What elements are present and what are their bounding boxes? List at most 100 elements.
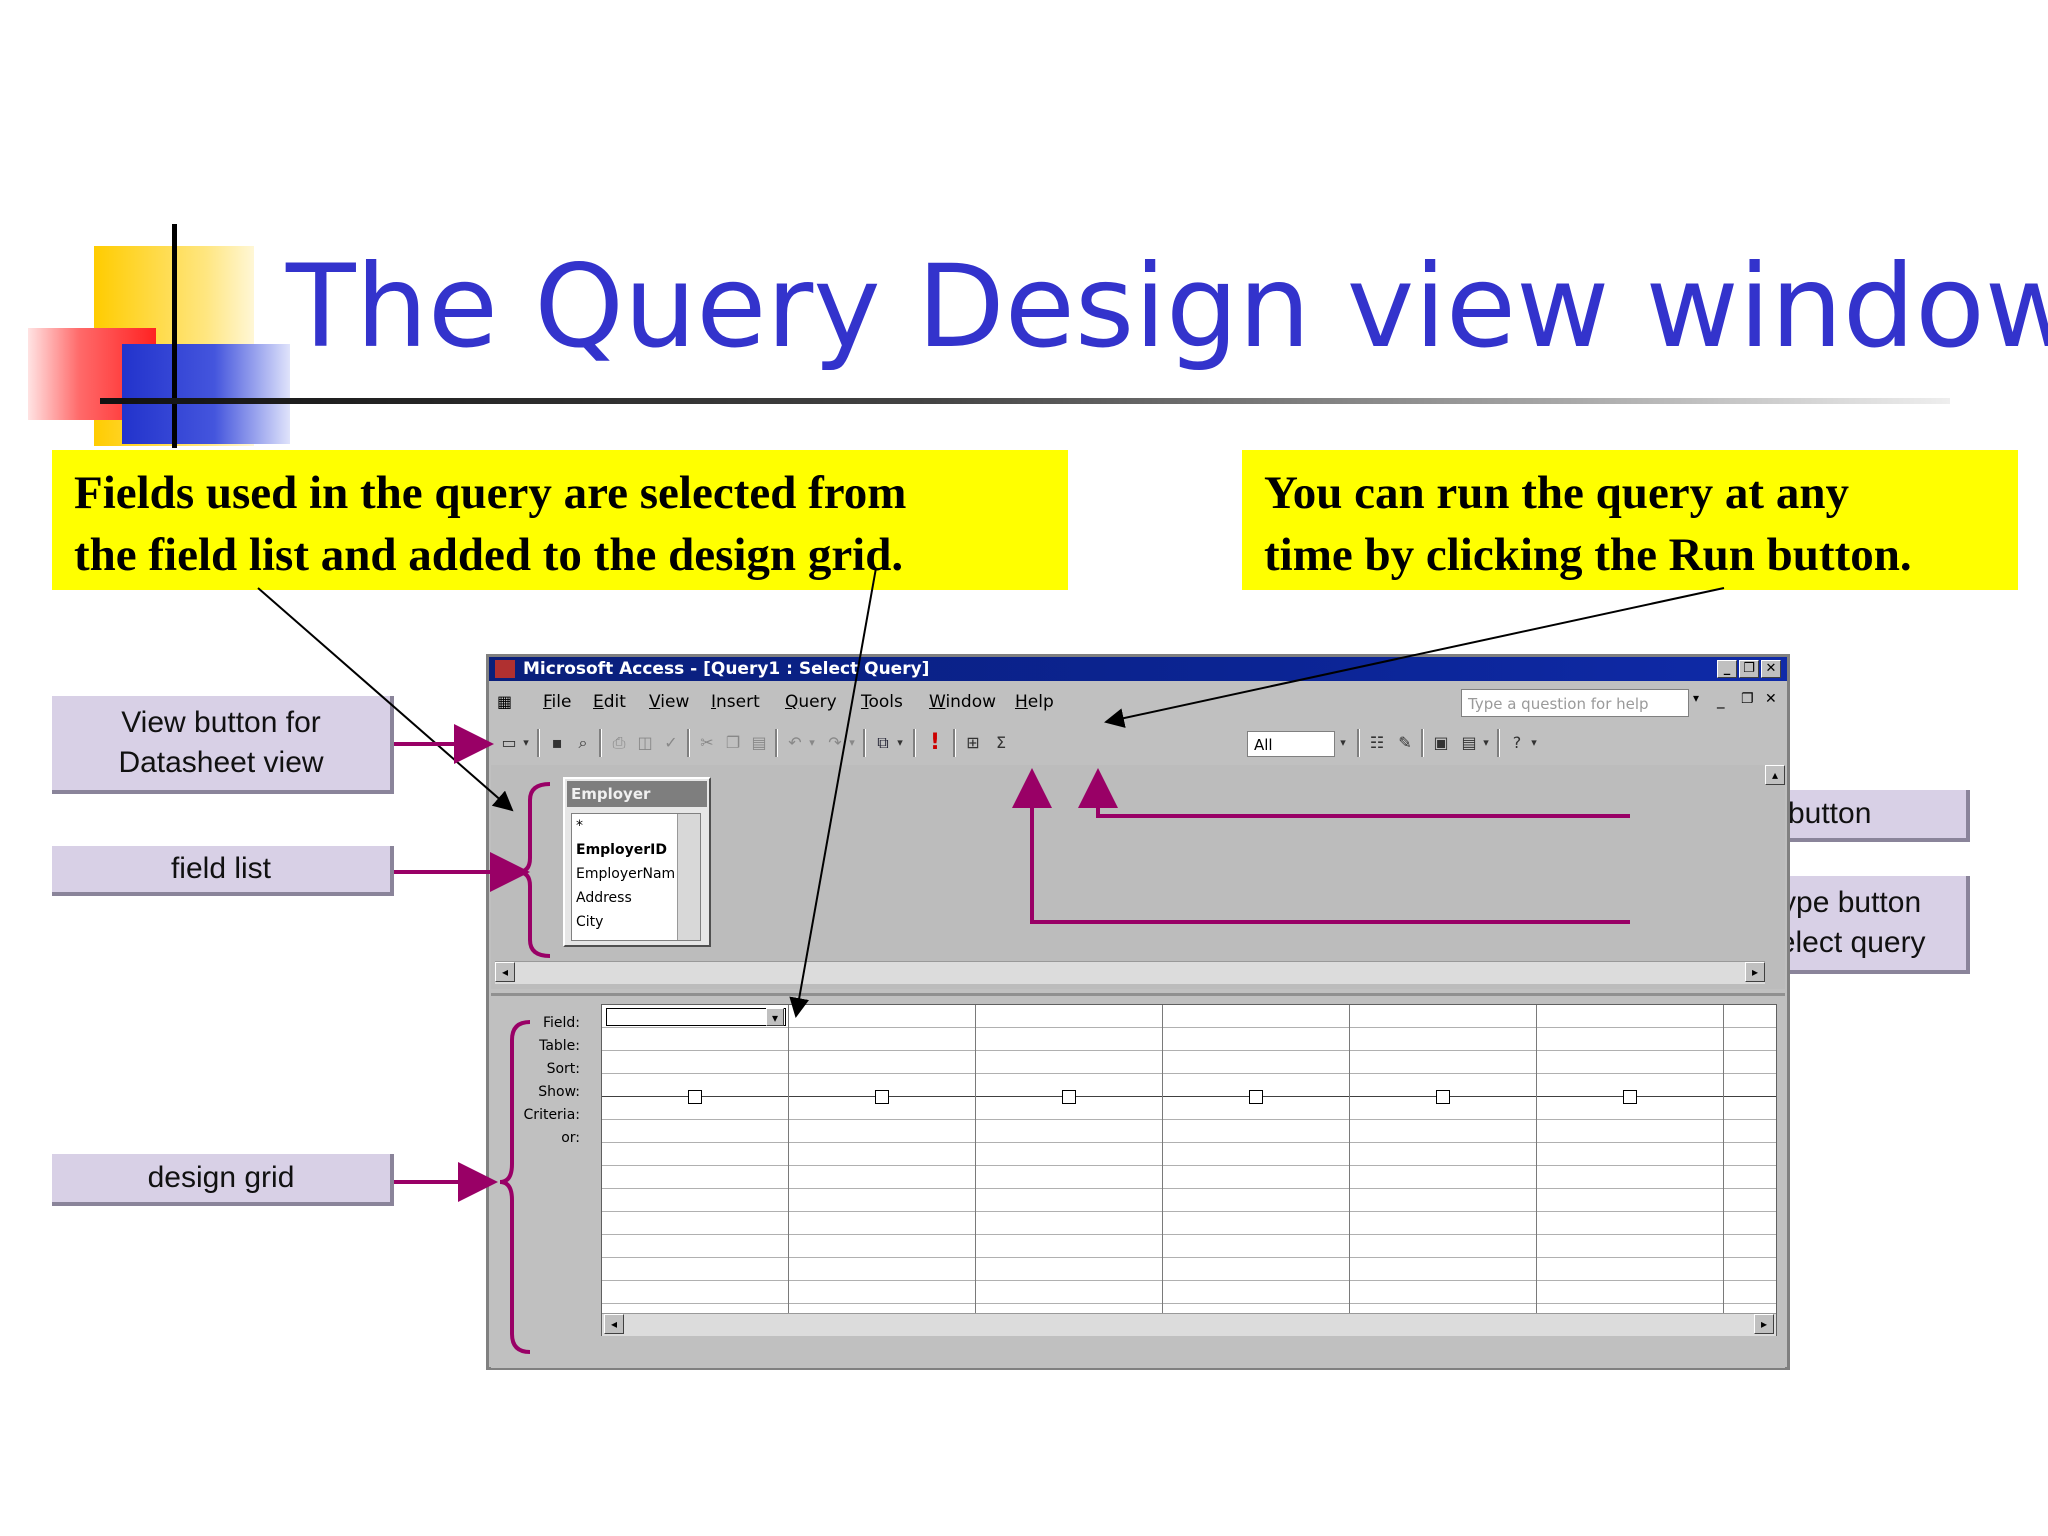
field-list-items: * EmployerID EmployerNam Address City xyxy=(571,813,701,941)
menu-help[interactable]: Help xyxy=(1015,692,1054,712)
query-type-icon[interactable]: ⧉ xyxy=(877,733,889,752)
new-object-icon[interactable]: ▤ xyxy=(1461,733,1477,752)
grid-line xyxy=(602,1280,1776,1281)
view-dropdown-icon[interactable]: ▾ xyxy=(523,736,529,749)
slide-title: The Query Design view window xyxy=(286,240,2048,373)
query-toolbar: ▭ ▾ ▪ ⌕ ⎙ ◫ ✓ ✂ ❐ ▤ ↶ ▾ ↷ ▾ ⧉ ▾ ! ⊞ Σ Al… xyxy=(489,723,1787,763)
restore-button[interactable]: ❐ xyxy=(1739,660,1759,678)
help-dropdown-icon[interactable]: ▾ xyxy=(1693,691,1700,705)
grid-line xyxy=(602,1257,1776,1258)
paste-icon[interactable]: ▤ xyxy=(751,733,767,752)
design-grid-pane: Field: Table: Sort: Show: Criteria: or: xyxy=(491,993,1785,1368)
run-icon[interactable]: ! xyxy=(929,730,941,755)
show-checkbox[interactable] xyxy=(875,1090,889,1104)
callout-run: You can run the query at any time by cli… xyxy=(1242,450,2018,590)
help-icon[interactable]: ? xyxy=(1512,733,1522,752)
redo-icon[interactable]: ↷ xyxy=(828,733,842,752)
toolbar-separator xyxy=(953,729,956,757)
doc-minimize-button[interactable]: _ xyxy=(1717,691,1725,709)
field-list-item[interactable]: City xyxy=(576,914,604,930)
grid-column-line xyxy=(788,1005,789,1335)
save-icon[interactable]: ▪ xyxy=(551,733,563,752)
grid-line xyxy=(602,1234,1776,1235)
undo-icon[interactable]: ↶ xyxy=(788,733,802,752)
grid-scroll-left-icon[interactable]: ◂ xyxy=(604,1314,624,1334)
pointer-to-field-list xyxy=(257,587,514,812)
show-checkbox[interactable] xyxy=(1249,1090,1263,1104)
build-icon[interactable]: ✎ xyxy=(1398,733,1412,752)
print-preview-icon[interactable]: ◫ xyxy=(637,733,653,752)
label-design-grid: design grid xyxy=(52,1154,394,1206)
copy-icon[interactable]: ❐ xyxy=(725,733,741,752)
doc-restore-button[interactable]: ❐ xyxy=(1741,691,1754,707)
field-list-window[interactable]: Employer * EmployerID EmployerNam Addres… xyxy=(563,777,711,947)
top-values-combo[interactable]: All xyxy=(1247,731,1335,757)
menu-insert[interactable]: Insert xyxy=(711,692,760,712)
grid-column-line xyxy=(1162,1005,1163,1335)
grid-row-label: Sort: xyxy=(546,1061,580,1077)
grid-row-label: Table: xyxy=(539,1038,580,1054)
redo-dropdown-icon[interactable]: ▾ xyxy=(849,736,855,749)
table-pane-hscrollbar[interactable]: ◂ ▸ xyxy=(495,961,1765,984)
search-icon[interactable]: ⌕ xyxy=(578,733,588,752)
grid-line xyxy=(602,1027,1776,1028)
table-pane: Employer * EmployerID EmployerNam Addres… xyxy=(491,765,1785,989)
show-table-icon[interactable]: ⊞ xyxy=(966,733,980,752)
print-icon[interactable]: ⎙ xyxy=(612,733,626,752)
toolbar-separator xyxy=(775,729,778,757)
menu-tools[interactable]: Tools xyxy=(861,692,903,712)
menu-window[interactable]: Window xyxy=(929,692,997,712)
show-checkbox[interactable] xyxy=(1623,1090,1637,1104)
spelling-icon[interactable]: ✓ xyxy=(664,733,678,752)
grid-scroll-right-icon[interactable]: ▸ xyxy=(1754,1314,1774,1334)
grid-line xyxy=(602,1073,1776,1074)
access-app-icon xyxy=(495,660,515,678)
toolbar-separator xyxy=(537,729,540,757)
grid-hscrollbar[interactable]: ◂ ▸ xyxy=(602,1313,1776,1336)
totals-icon[interactable]: Σ xyxy=(995,733,1007,752)
brace-design-grid xyxy=(499,1020,531,1354)
cut-icon[interactable]: ✂ xyxy=(700,733,714,752)
scroll-left-icon[interactable]: ◂ xyxy=(495,962,515,982)
design-grid: Field: Table: Sort: Show: Criteria: or: xyxy=(524,1004,1777,1336)
new-object-dropdown-icon[interactable]: ▾ xyxy=(1483,736,1489,749)
toolbar-separator xyxy=(913,729,916,757)
pointer-to-design-grid xyxy=(789,567,877,1018)
menu-edit[interactable]: Edit xyxy=(593,692,626,712)
scroll-up-icon[interactable]: ▴ xyxy=(1765,765,1785,785)
help-search-input[interactable]: Type a question for help xyxy=(1461,689,1689,717)
field-dropdown-icon[interactable]: ▾ xyxy=(766,1008,784,1026)
field-list-scrollbar[interactable] xyxy=(677,814,700,940)
scroll-right-icon[interactable]: ▸ xyxy=(1745,962,1765,982)
close-button[interactable]: ✕ xyxy=(1761,660,1781,678)
combo-dropdown-icon[interactable]: ▾ xyxy=(1340,736,1346,749)
properties-icon[interactable]: ☷ xyxy=(1369,733,1385,752)
toolbar-separator xyxy=(1497,729,1500,757)
query-type-dropdown-icon[interactable]: ▾ xyxy=(897,736,903,749)
show-checkbox[interactable] xyxy=(1436,1090,1450,1104)
pointer-to-run-button xyxy=(1104,587,1725,728)
database-window-icon[interactable]: ▣ xyxy=(1433,733,1449,752)
field-list-item[interactable]: EmployerNam xyxy=(576,866,676,882)
show-checkbox[interactable] xyxy=(1062,1090,1076,1104)
field-list-item[interactable]: * xyxy=(576,818,583,834)
field-cell-input[interactable] xyxy=(606,1008,786,1026)
field-list-title: Employer xyxy=(567,781,707,807)
doc-close-button[interactable]: ✕ xyxy=(1765,691,1777,707)
help-dropdown-small-icon[interactable]: ▾ xyxy=(1531,736,1537,749)
menu-view[interactable]: View xyxy=(649,692,690,712)
field-list-item[interactable]: EmployerID xyxy=(576,842,667,858)
minimize-button[interactable]: _ xyxy=(1717,660,1737,678)
menu-query[interactable]: Query xyxy=(785,692,837,712)
view-button[interactable]: ▭ xyxy=(501,733,517,752)
grid-row-label: Show: xyxy=(538,1084,580,1100)
toolbar-separator xyxy=(1421,729,1424,757)
callout-fields-line-1: Fields used in the query are selected fr… xyxy=(74,467,907,519)
menu-file[interactable]: File xyxy=(543,692,572,712)
undo-dropdown-icon[interactable]: ▾ xyxy=(809,736,815,749)
field-list-item[interactable]: Address xyxy=(576,890,632,906)
callout-run-line-2: time by clicking the Run button. xyxy=(1264,529,1912,581)
callout-fields: Fields used in the query are selected fr… xyxy=(52,450,1068,590)
logo-vertical-line xyxy=(172,224,177,448)
show-checkbox[interactable] xyxy=(688,1090,702,1104)
